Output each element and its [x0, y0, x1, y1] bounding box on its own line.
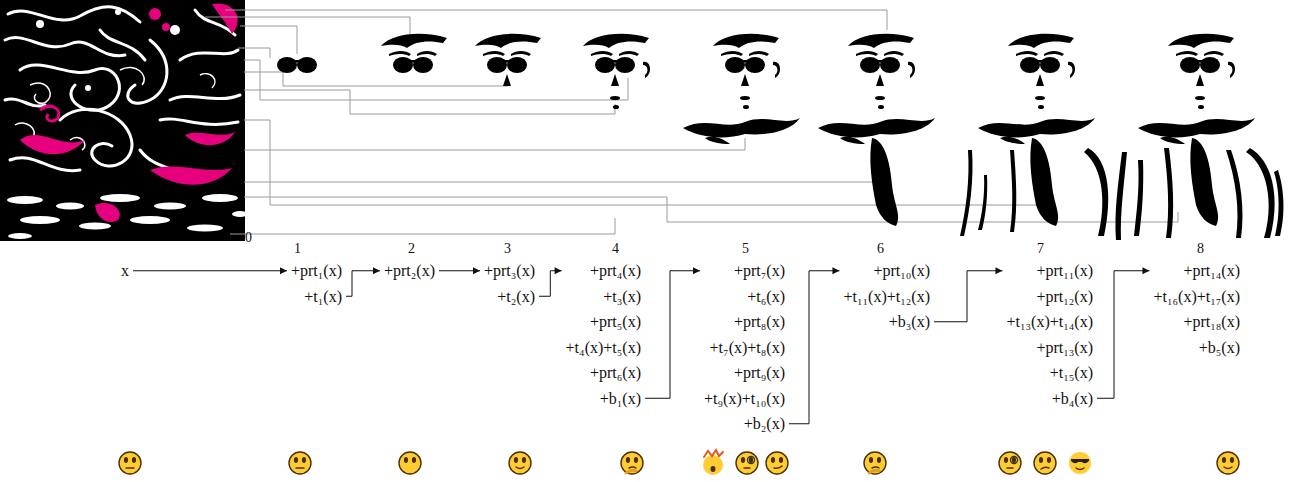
- formula-column: +prt₁₀(x)+t₁₁(x)+t₁₂(x)+b₃(x): [843, 258, 930, 335]
- formula-text: +t₁₅(x): [1006, 360, 1093, 386]
- formula-column: +prt₇(x)+t₆(x)+prt₈(x)+t₇(x)+t₈(x)+prt₉(…: [704, 258, 785, 437]
- arrowhead: [1142, 267, 1149, 274]
- arrow-line: [645, 271, 700, 399]
- formula-text: +prt₁₁(x): [1006, 258, 1093, 284]
- formula-text: +prt₄(x): [566, 258, 641, 284]
- formula-text: +t₁₆(x)+t₁₇(x): [1153, 284, 1240, 310]
- flow-arrow: [346, 267, 380, 296]
- formula-text: +prt₁₃(x): [1006, 335, 1093, 361]
- flow-arrow: [539, 267, 562, 296]
- arrow-line: [1097, 271, 1149, 399]
- formula-text: +t₄(x)+t₅(x): [566, 335, 641, 361]
- stage-number: 7: [1037, 241, 1044, 257]
- formula-text: +b₄(x): [1006, 386, 1093, 412]
- arrowhead: [995, 267, 1002, 274]
- arrowhead: [280, 267, 287, 274]
- flow-arrow: [1097, 267, 1149, 398]
- formula-text: +prt₁(x): [291, 258, 342, 284]
- generated-artwork: [0, 0, 246, 242]
- flow-arrow: [439, 267, 480, 274]
- arrow-line: [539, 271, 562, 297]
- stage-number: 2: [408, 241, 415, 257]
- formula-text: +b₅(x): [1153, 335, 1240, 361]
- formula-column: +prt₁(x)+t₁(x): [291, 258, 342, 309]
- stage-number: 8: [1197, 241, 1204, 257]
- flow-arrow: [789, 267, 839, 424]
- arrowhead: [693, 267, 700, 274]
- formula-text: +b₃(x): [843, 309, 930, 335]
- arrow-line: [346, 271, 380, 297]
- formula-text: +prt₁₂(x): [1006, 284, 1093, 310]
- flow-arrow: [133, 267, 287, 274]
- formula-text: x: [121, 258, 129, 284]
- formula-text: +t₁₃(x)+t₁₄(x): [1006, 309, 1093, 335]
- formula-text: +prt₇(x): [704, 258, 785, 284]
- formula-text: +t₂(x): [484, 284, 535, 310]
- stage-number: 3: [504, 241, 511, 257]
- formula-text: +prt₆(x): [566, 360, 641, 386]
- formula-text: +prt₂(x): [384, 258, 435, 284]
- stage-number: 1: [294, 241, 301, 257]
- formula-text: +t₁(x): [291, 284, 342, 310]
- formula-text: +prt₁₀(x): [843, 258, 930, 284]
- formula-text: +b₂(x): [704, 411, 785, 437]
- arrow-line: [133, 270, 287, 271]
- formula-text: +t₇(x)+t₈(x): [704, 335, 785, 361]
- stage-number: 0: [245, 230, 252, 246]
- formula-column: +prt₁₄(x)+t₁₆(x)+t₁₇(x)+prt₁₈(x)+b₅(x): [1153, 258, 1240, 360]
- stage-number: 5: [742, 241, 749, 257]
- formula-text: +prt₈(x): [704, 309, 785, 335]
- formula-column: x: [121, 258, 129, 284]
- formula-text: +prt₃(x): [484, 258, 535, 284]
- formula-column: +prt₃(x)+t₂(x): [484, 258, 535, 309]
- flow-arrow: [645, 267, 700, 398]
- formula-column: +prt₁₁(x)+prt₁₂(x)+t₁₃(x)+t₁₄(x)+prt₁₃(x…: [1006, 258, 1093, 411]
- formula-text: +prt₁₈(x): [1153, 309, 1240, 335]
- formula-text: +t₁₁(x)+t₁₂(x): [843, 284, 930, 310]
- formula-text: +prt₅(x): [566, 309, 641, 335]
- arrow-line: [934, 271, 1002, 322]
- formula-text: +prt₁₄(x): [1153, 258, 1240, 284]
- stage-number: 4: [612, 241, 619, 257]
- stage-number: 6: [877, 241, 884, 257]
- arrow-line: [789, 271, 839, 424]
- formula-column: +prt₄(x)+t₃(x)+prt₅(x)+t₄(x)+t₅(x)+prt₆(…: [566, 258, 641, 411]
- formula-text: +t₃(x): [566, 284, 641, 310]
- formula-text: +b₁(x): [566, 386, 641, 412]
- formula-text: +prt₉(x): [704, 360, 785, 386]
- formula-column: +prt₂(x): [384, 258, 435, 284]
- arrowhead: [832, 267, 839, 274]
- arrowhead: [373, 267, 380, 274]
- arrowhead: [473, 267, 480, 274]
- flow-arrow: [934, 267, 1002, 322]
- formula-text: +t₉(x)+t₁₀(x): [704, 386, 785, 412]
- arrowhead: [555, 267, 562, 274]
- figure-stages: [0, 0, 1311, 242]
- leader-lines: [0, 0, 1311, 242]
- formula-text: +t₆(x): [704, 284, 785, 310]
